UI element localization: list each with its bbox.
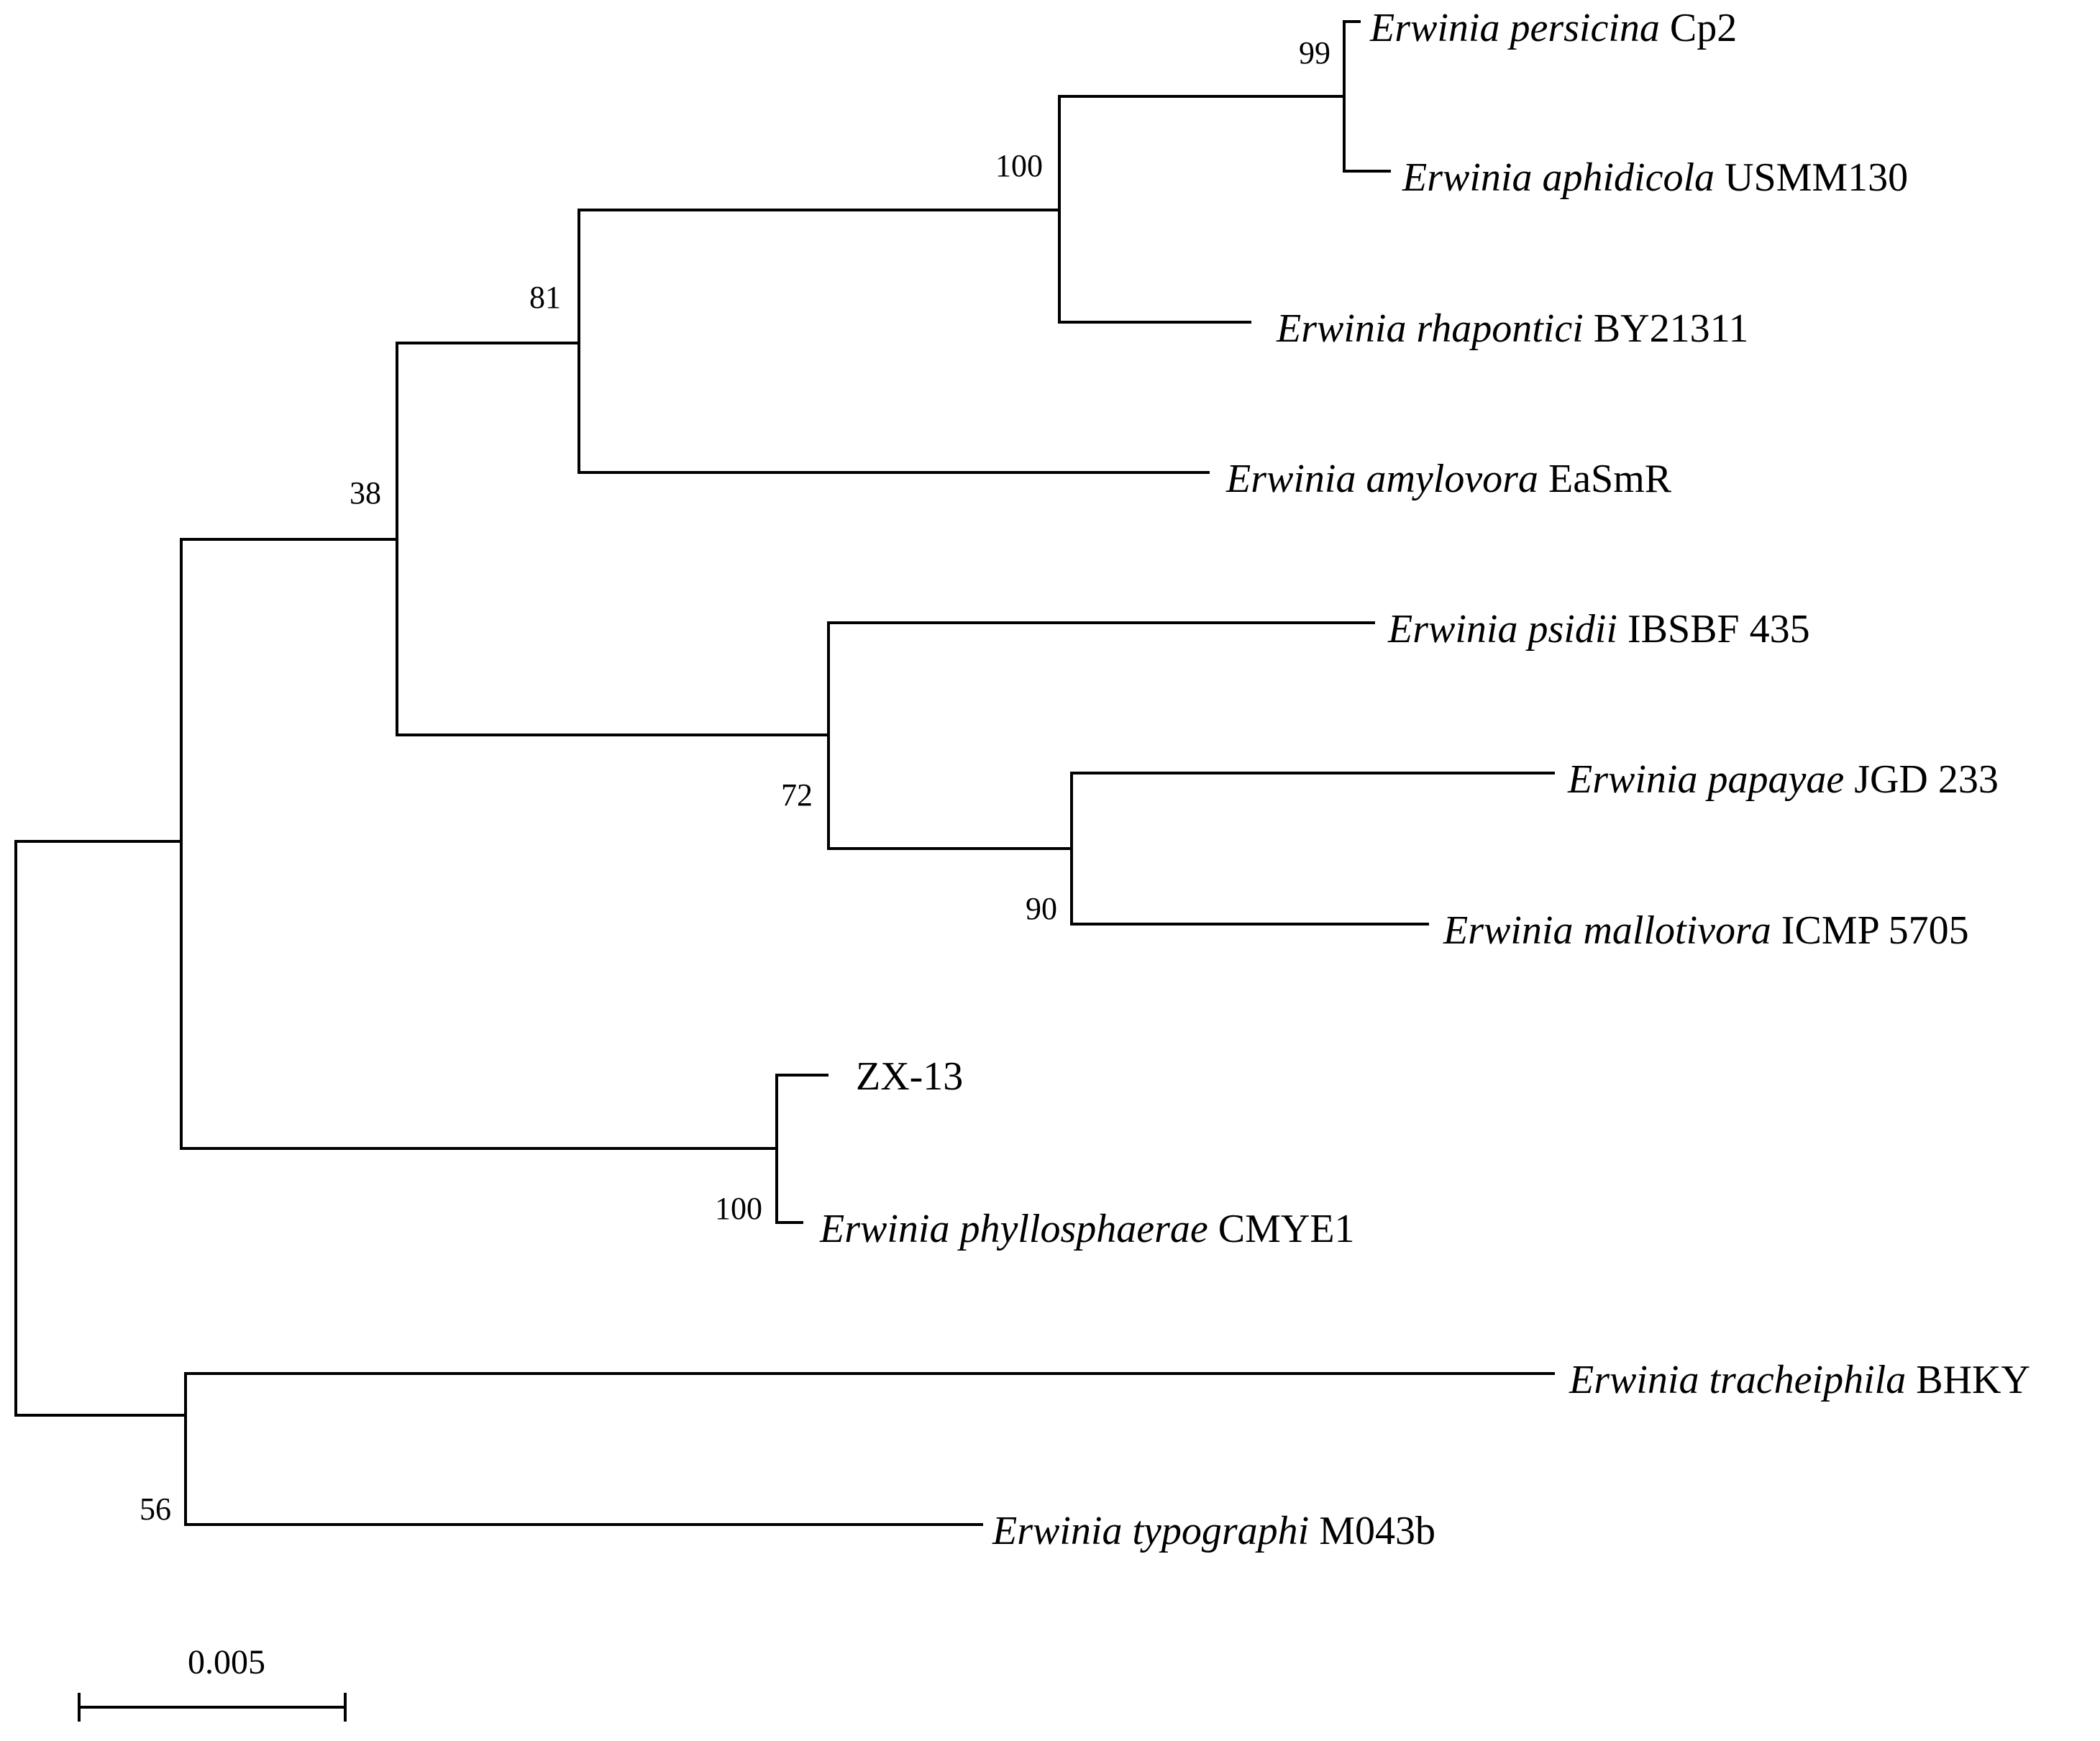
taxon-strain: USMM130 <box>1725 155 1908 200</box>
branch-node-100-lower <box>775 1074 828 1224</box>
taxon-species: papayae <box>1704 757 1844 802</box>
scale-bar-line <box>78 1693 347 1722</box>
taxon-genus: Erwinia <box>1369 6 1499 50</box>
taxon-strain: CMYE1 <box>1218 1207 1355 1251</box>
bootstrap-values: 99 100 81 38 72 90 100 56 <box>140 35 1330 1527</box>
taxon-genus: Erwinia <box>1387 607 1517 652</box>
taxon-label: Erwinia psidii IBSBF 435 <box>1387 607 1810 652</box>
taxon-genus: Erwinia <box>1276 306 1406 351</box>
taxon-label: Erwinia phyllosphaerae CMYE1 <box>819 1207 1355 1251</box>
taxon-strain: ICMP 5705 <box>1781 908 1969 953</box>
taxon-genus: Erwinia <box>992 1509 1122 1553</box>
taxon-label: Erwinia papayae JGD 233 <box>1567 757 1999 802</box>
branch-root <box>14 840 187 1417</box>
taxon-strain: BHKY <box>1916 1358 2030 1402</box>
branch-node-81 <box>578 209 1210 474</box>
taxon-genus: Erwinia <box>1567 757 1697 802</box>
taxon-strain: M043b <box>1319 1509 1435 1553</box>
branch-node-99 <box>1343 20 1391 173</box>
taxon-label: Erwinia rhapontici BY21311 <box>1276 306 1749 351</box>
taxon-label: Erwinia mallotivora ICMP 5705 <box>1443 908 1969 953</box>
taxon-label: Erwinia persicina Cp2 <box>1369 6 1737 50</box>
taxon-strain: ZX-13 <box>856 1054 963 1099</box>
branch-node-72 <box>827 621 1375 850</box>
branch-node-38 <box>396 342 830 736</box>
taxon-label: Erwinia tracheiphila BHKY <box>1569 1358 2030 1402</box>
bootstrap-value: 90 <box>1026 891 1057 926</box>
taxon-strain: IBSBF 435 <box>1628 607 1810 652</box>
taxon-strain: EaSmR <box>1548 457 1672 501</box>
taxon-genus: Erwinia <box>1225 457 1356 501</box>
taxon-genus: Erwinia <box>1443 908 1573 953</box>
taxon-species: amylovora <box>1366 457 1538 501</box>
taxon-species: typographi <box>1132 1509 1309 1553</box>
taxon-label: ZX-13 <box>856 1054 963 1099</box>
taxon-label: Erwinia typographi M043b <box>992 1509 1435 1553</box>
scale-bar-label: 0.005 <box>188 1643 265 1681</box>
taxon-label: Erwinia amylovora EaSmR <box>1225 457 1672 501</box>
taxon-species: psidii <box>1525 607 1617 652</box>
branch-node-100-upper <box>1058 95 1346 324</box>
taxon-genus: Erwinia <box>819 1207 949 1251</box>
bootstrap-value: 100 <box>715 1191 762 1226</box>
bootstrap-value: 56 <box>140 1491 171 1527</box>
bootstrap-value: 99 <box>1299 35 1330 70</box>
taxon-strain: JGD 233 <box>1854 757 1999 802</box>
tree-branches <box>14 20 1555 1526</box>
taxon-species: rhapontici <box>1416 306 1583 351</box>
taxon-genus: Erwinia <box>1569 1358 1699 1402</box>
taxon-genus: Erwinia <box>1402 155 1532 200</box>
branch-node-56 <box>184 1372 1555 1526</box>
taxon-species: aphidicola <box>1542 155 1715 200</box>
branch-ingroup <box>180 538 778 1150</box>
taxon-strain: Cp2 <box>1670 6 1737 50</box>
taxon-labels: Erwinia persicina Cp2 Erwinia aphidicola… <box>819 6 2030 1553</box>
scale-bar: 0.005 <box>78 1643 347 1722</box>
bootstrap-value: 100 <box>995 148 1043 183</box>
taxon-species: tracheiphila <box>1709 1358 1906 1402</box>
bootstrap-value: 72 <box>781 777 813 813</box>
taxon-species: mallotivora <box>1583 908 1771 953</box>
taxon-label: Erwinia aphidicola USMM130 <box>1402 155 1908 200</box>
bootstrap-value: 81 <box>529 280 561 315</box>
branch-node-90 <box>1070 772 1555 926</box>
bootstrap-value: 38 <box>350 475 381 511</box>
taxon-species: phyllosphaerae <box>957 1207 1208 1251</box>
taxon-strain: BY21311 <box>1594 306 1749 351</box>
taxon-species: persicina <box>1507 6 1659 50</box>
